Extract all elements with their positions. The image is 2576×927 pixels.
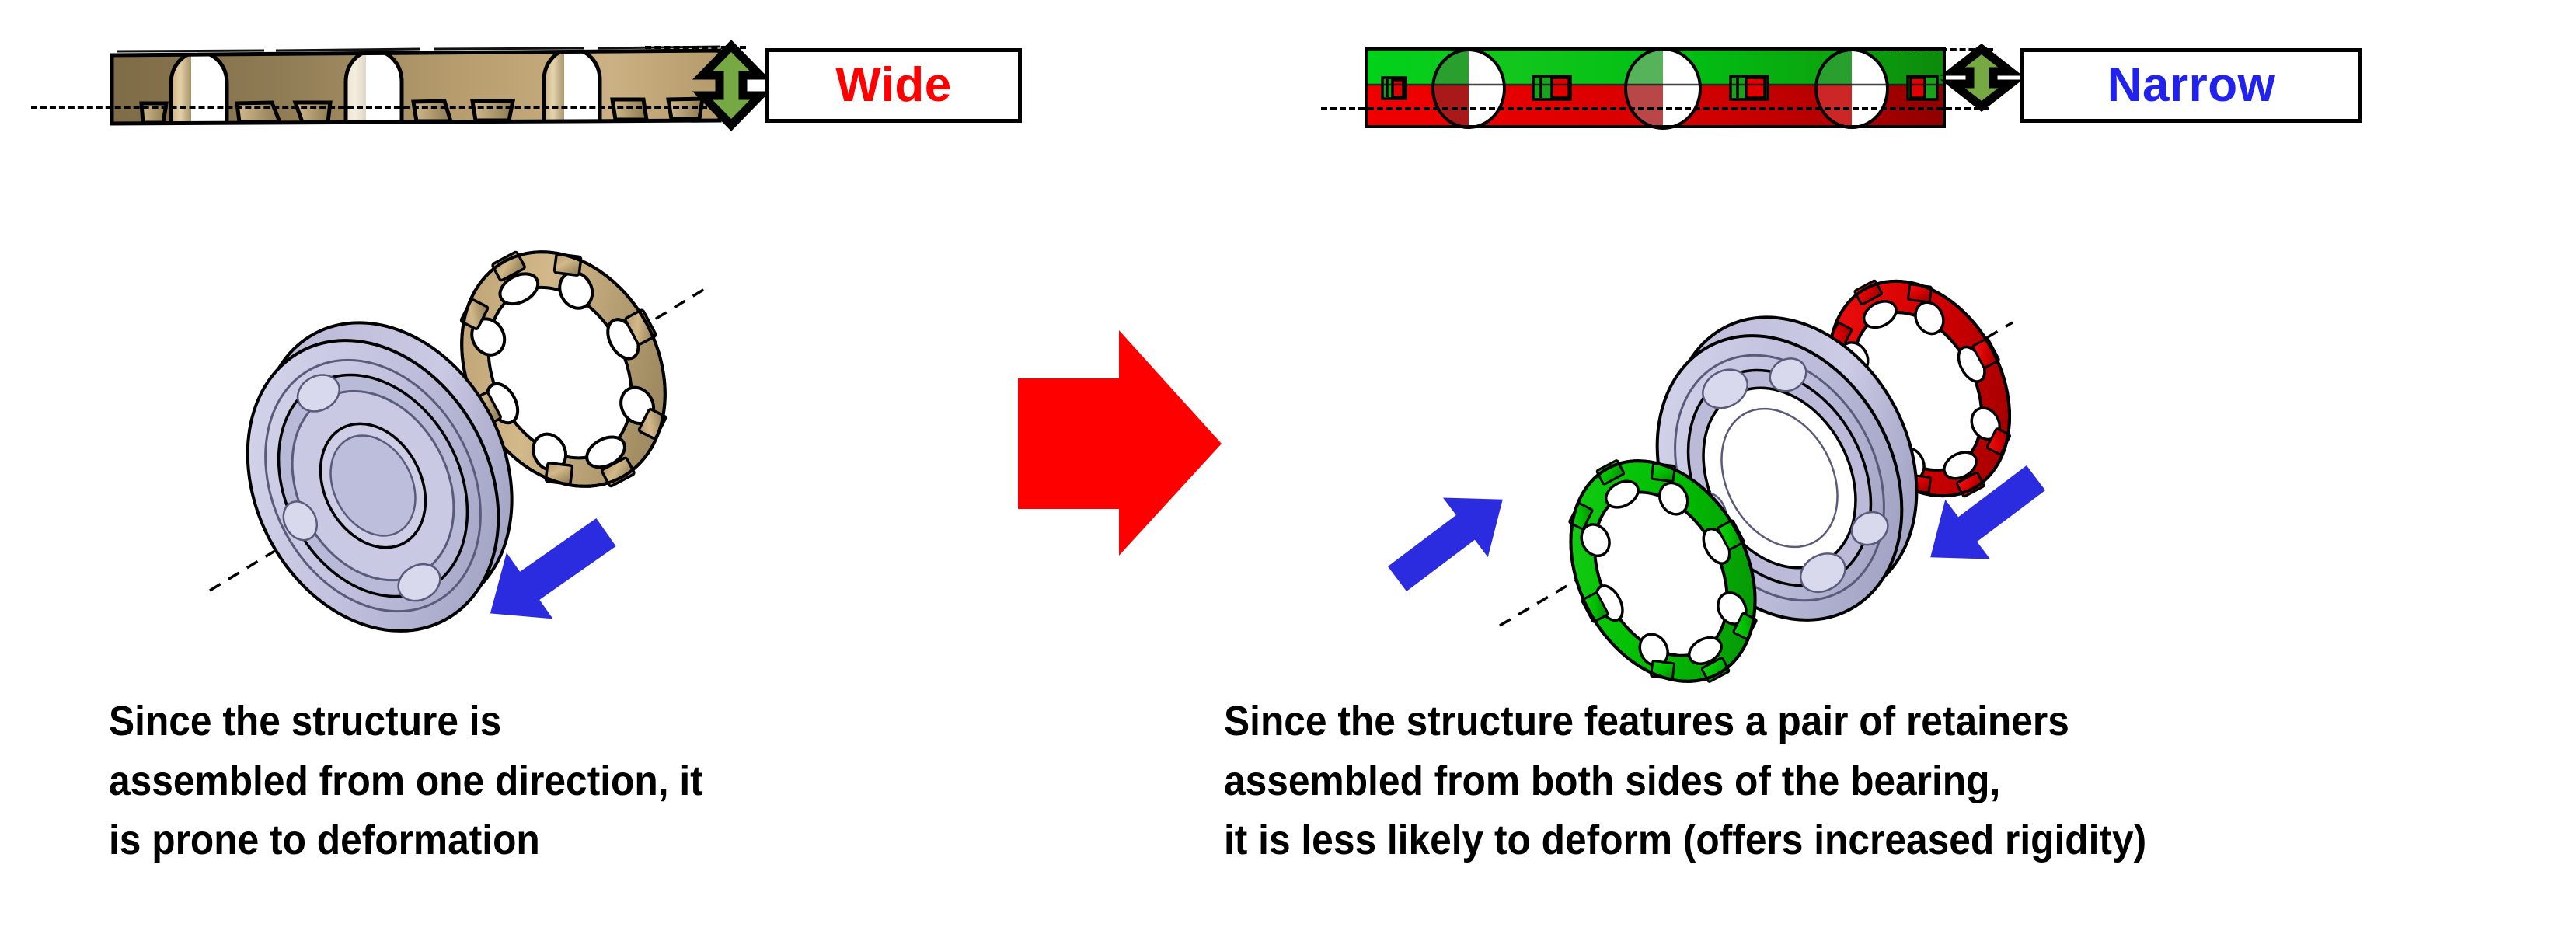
left-caption: Since the structure is assembled from on…: [109, 698, 703, 864]
narrow-paired-retainer-cross-section: [1364, 45, 1947, 131]
narrow-label-box: Narrow: [2020, 48, 2362, 123]
wide-dimension-arrow: [692, 40, 771, 131]
narrow-section-centerline: [1321, 107, 1989, 110]
transition-arrow: [1010, 330, 1228, 556]
right-caption: Since the structure features a pair of r…: [1224, 698, 2147, 864]
wide-label-box: Wide: [765, 48, 1022, 123]
wide-dimension-top-ref: [645, 46, 746, 49]
narrow-label-text: Narrow: [2107, 58, 2276, 112]
wide-cage-cross-section: [109, 43, 723, 132]
wide-section-centerline: [31, 106, 707, 109]
wide-label-text: Wide: [835, 58, 952, 112]
two-direction-assembly: [1387, 221, 2046, 683]
narrow-dimension-top-ref: [1849, 48, 1993, 51]
one-direction-assembly: [194, 225, 738, 637]
narrow-dimension-arrow: [1940, 44, 2023, 112]
